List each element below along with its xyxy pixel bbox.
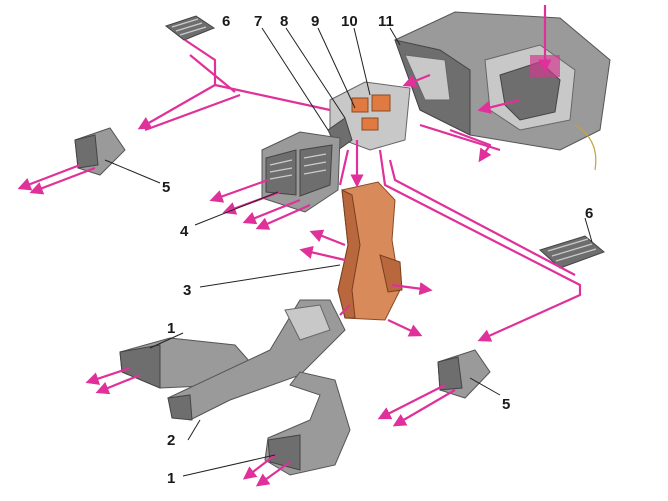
callout-4: 4	[180, 223, 189, 240]
side-vent-left	[74, 127, 126, 176]
centre-vents	[261, 131, 341, 213]
callout-5-left: 5	[162, 179, 170, 196]
callout-9: 9	[311, 13, 319, 30]
callout-7: 7	[254, 13, 262, 30]
callout-10: 10	[341, 13, 358, 30]
callout-1-top: 1	[167, 320, 175, 337]
heater-housing	[394, 5, 611, 171]
floor-duct-connector	[167, 299, 346, 421]
airflow-arrows	[17, 39, 582, 487]
floor-duct-rear	[264, 371, 351, 476]
distribution-box	[327, 81, 411, 151]
central-duct	[337, 181, 403, 321]
callout-3: 3	[183, 282, 191, 299]
callout-1-bottom: 1	[167, 470, 175, 487]
callout-5-right: 5	[502, 396, 510, 413]
top-vent-grille-left	[164, 15, 216, 41]
callout-6-top: 6	[222, 13, 230, 30]
side-vent-right	[437, 349, 491, 399]
callout-11: 11	[378, 13, 394, 30]
callout-6-right: 6	[585, 205, 593, 222]
top-vent-grille-right	[539, 235, 605, 269]
callout-8: 8	[280, 13, 288, 30]
callout-labels: 6 7 8 9 10 11 5 4 6 3 1 5 2 1	[162, 13, 593, 487]
callout-2: 2	[167, 432, 175, 449]
leader-lines	[104, 27, 593, 477]
